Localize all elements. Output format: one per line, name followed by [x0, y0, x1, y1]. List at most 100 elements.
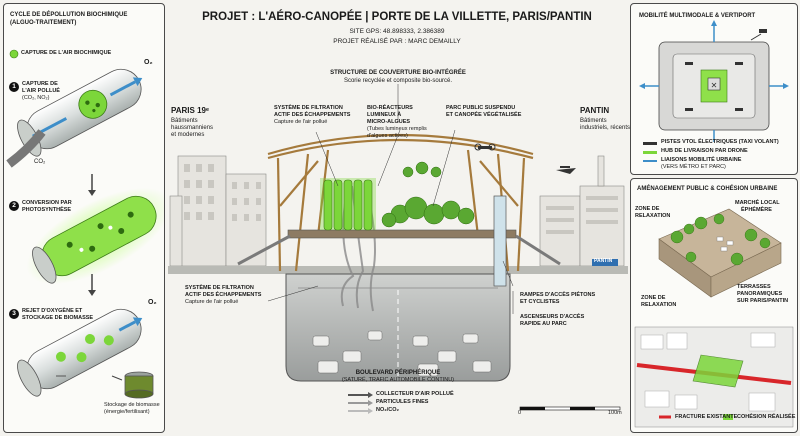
- svg-text:✕: ✕: [711, 81, 718, 90]
- elevator-shaft: [493, 195, 507, 287]
- fracture-label: FRACTURE EXISTANTE: [675, 414, 738, 420]
- drone-icon: [474, 143, 496, 151]
- step-1-badge: 1: [9, 82, 19, 92]
- o2-top-label: O₂: [144, 59, 153, 66]
- biomass-container: [56, 371, 154, 399]
- legend-vtol-swatch: [643, 142, 657, 145]
- suspended-park-deck: [287, 229, 517, 239]
- bioreactor-desc-1: (Tubes lumineux remplis: [367, 126, 427, 132]
- algae-bioreactor: [320, 178, 376, 231]
- ramps-label-1: RAMPES D'ACCÈS PIÉTONS: [520, 292, 596, 298]
- step-1-line-2: L'AIR POLLUÉ: [22, 88, 60, 94]
- access-ramp-left: [237, 234, 291, 266]
- vertiport-plan: ✕: [639, 20, 789, 162]
- park-trees: [381, 161, 475, 228]
- legend-vtol: PISTES VTOL ÉLECTRIQUES (TAXI VOLANT): [661, 139, 779, 145]
- capture-legend-dot: [9, 49, 19, 59]
- zone2-label-2: RELAXATION: [641, 302, 677, 308]
- cohesion-title: AMÉNAGEMENT PUBLIC & COHÉSION URBAINE: [637, 186, 778, 192]
- market-label-1: MARCHÉ LOCAL: [735, 200, 780, 206]
- biomass-label-2: (énergie/fertilisant): [104, 409, 150, 415]
- boulevard-title: BOULEVARD PÉRIPHÉRIQUE: [355, 370, 441, 376]
- step-3-badge: 3: [9, 309, 19, 319]
- biomass-label-1: Stockage de biomasse: [104, 402, 160, 408]
- legend-drone-hub: HUB DE LIVRAISON PAR DRONE: [661, 148, 748, 154]
- air-taxi-icon: [556, 166, 576, 174]
- legend-mobility-link: LIAISONS MOBILITÉ URBAINE: [661, 157, 742, 163]
- bioreactor-title-1: BIO-RÉACTEURS: [367, 105, 413, 111]
- mobility-title: MOBILITÉ MULTIMODALE & VERTIPORT: [639, 13, 756, 19]
- cycle-subtitle: (ALGUO-TRAITEMENT): [10, 20, 77, 26]
- public-space-illustration: [634, 208, 794, 428]
- o2-bottom-label: O₂: [148, 299, 157, 306]
- cohesion-bridge: [692, 354, 744, 388]
- filter-bottom-title-1: SYSTÈME DE FILTRATION: [185, 285, 254, 291]
- step-1-line-3: (CO₂, NO₂): [22, 95, 50, 101]
- ramps-label-2: ET CYCLISTES: [520, 299, 560, 305]
- cycle-title: CYCLE DE DÉPOLLUTION BIOCHIMIQUE: [10, 12, 128, 18]
- urban-cohesion-panel: AMÉNAGEMENT PUBLIC & COHÉSION URBAINE ZO…: [630, 178, 798, 433]
- filter-top-desc: Capture de l'air pollué: [274, 119, 328, 125]
- legend-mobility-link-desc: (VERS MÉTRO ET PARC): [661, 164, 726, 170]
- step-2-line-2: PHOTOSYNTHÈSE: [22, 207, 72, 213]
- step-3-line-1: REJET D'OXYGÈNE ET: [22, 308, 83, 314]
- pantin-desc-1: Bâtiments: [580, 118, 607, 124]
- pantin-title: PANTIN: [580, 106, 610, 115]
- market-label-2: ÉPHÉMÈRE: [741, 207, 772, 213]
- legend-collector: COLLECTEUR D'AIR POLLUÉ: [376, 391, 454, 397]
- bioreactor-desc-2: d'algues actives): [367, 133, 408, 139]
- paris-desc-2: haussmanniens: [171, 125, 214, 131]
- cross-section-illustration: [168, 84, 628, 414]
- step-2-line-1: CONVERSION PAR: [22, 200, 72, 206]
- release-tube: [17, 308, 143, 397]
- paris-title: PARIS 19ᵉ: [171, 106, 209, 115]
- terraces-label-3: SUR PARIS/PANTIN: [737, 298, 789, 304]
- structure-title: STRUCTURE DE COUVERTURE BIO-INTÉGRÉE: [330, 70, 466, 76]
- zone1-label-2: RELAXATION: [635, 213, 671, 219]
- photosynthesis-tube: [26, 187, 164, 285]
- leader-lines: [267, 84, 514, 314]
- pantin-sign-text: PANTIN: [594, 258, 613, 264]
- scale-zero: 0: [518, 410, 522, 416]
- paris-desc-1: Bâtiments: [171, 118, 198, 124]
- legend-symbols: [348, 392, 373, 414]
- step-2-badge: 2: [9, 201, 19, 211]
- scale-hundred: 100m: [608, 410, 622, 416]
- scale-bar: [519, 406, 621, 411]
- lift-label-1: ASCENSEURS D'ACCÈS: [520, 314, 585, 320]
- pantin-desc-2: industriels, récents: [580, 125, 631, 131]
- project-author: PROJET RÉALISÉ PAR : MARC DEMAILLY: [333, 38, 461, 45]
- project-title: PROJET : L'AÉRO-CANOPÉE | PORTE DE LA VI…: [202, 11, 592, 23]
- ground-surface: [168, 266, 628, 274]
- filter-bottom-title-2: ACTIF DES ÉCHAPPEMENTS: [185, 292, 262, 298]
- zone2-label-1: ZONE DE: [641, 295, 666, 301]
- legend-drone-swatch: [643, 151, 657, 154]
- filter-bottom-desc: Capture de l'air pollué: [185, 299, 239, 305]
- canopy-structure: [267, 133, 534, 272]
- biochemical-cycle-illustration: [6, 49, 164, 399]
- pantin-road-sign: [592, 259, 618, 266]
- park-title-2: ET CANOPÉE VÉGÉTALISÉE: [446, 112, 522, 118]
- bioreactor-title-2: LUMINEUX À: [367, 112, 402, 118]
- terraces-label-1: TERRASSES: [737, 284, 771, 290]
- structure-desc: Scorie recyclée et composite bio-sourcé.: [343, 78, 453, 84]
- capture-legend-label: CAPTURE DE L'AIR BIOCHIMIQUE: [21, 50, 112, 56]
- step-3-line-2: STOCKAGE DE BIOMASSE: [22, 315, 94, 321]
- paris-desc-3: et modernes: [171, 132, 205, 138]
- biomass-arrow: [111, 375, 123, 381]
- zone1-label-1: ZONE DE: [635, 206, 660, 212]
- boulevard-desc: (SATURÉ, TRAFIC AUTOMOBILE CONTINU): [341, 377, 455, 383]
- paris-buildings: [169, 155, 267, 267]
- step-1-line-1: CAPTURE DE: [22, 81, 58, 87]
- mobility-panel: MOBILITÉ MULTIMODALE & VERTIPORT ✕ PISTE…: [630, 3, 798, 175]
- pantin-buildings: [539, 155, 625, 267]
- filter-top-title-1: SYSTÈME DE FILTRATION: [274, 105, 343, 111]
- legend-gases: NO₂/CO₂: [376, 407, 399, 413]
- co2-label: CO₂: [34, 159, 46, 165]
- park-title-1: PARC PUBLIC SUSPENDU: [446, 105, 516, 111]
- access-ramp-right: [515, 234, 561, 266]
- filter-top-title-2: ACTIF DES ÉCHAPPEMENTS: [274, 112, 351, 118]
- terraces-label-2: PANORAMIQUES: [737, 291, 783, 297]
- intake-pipe: [6, 129, 46, 168]
